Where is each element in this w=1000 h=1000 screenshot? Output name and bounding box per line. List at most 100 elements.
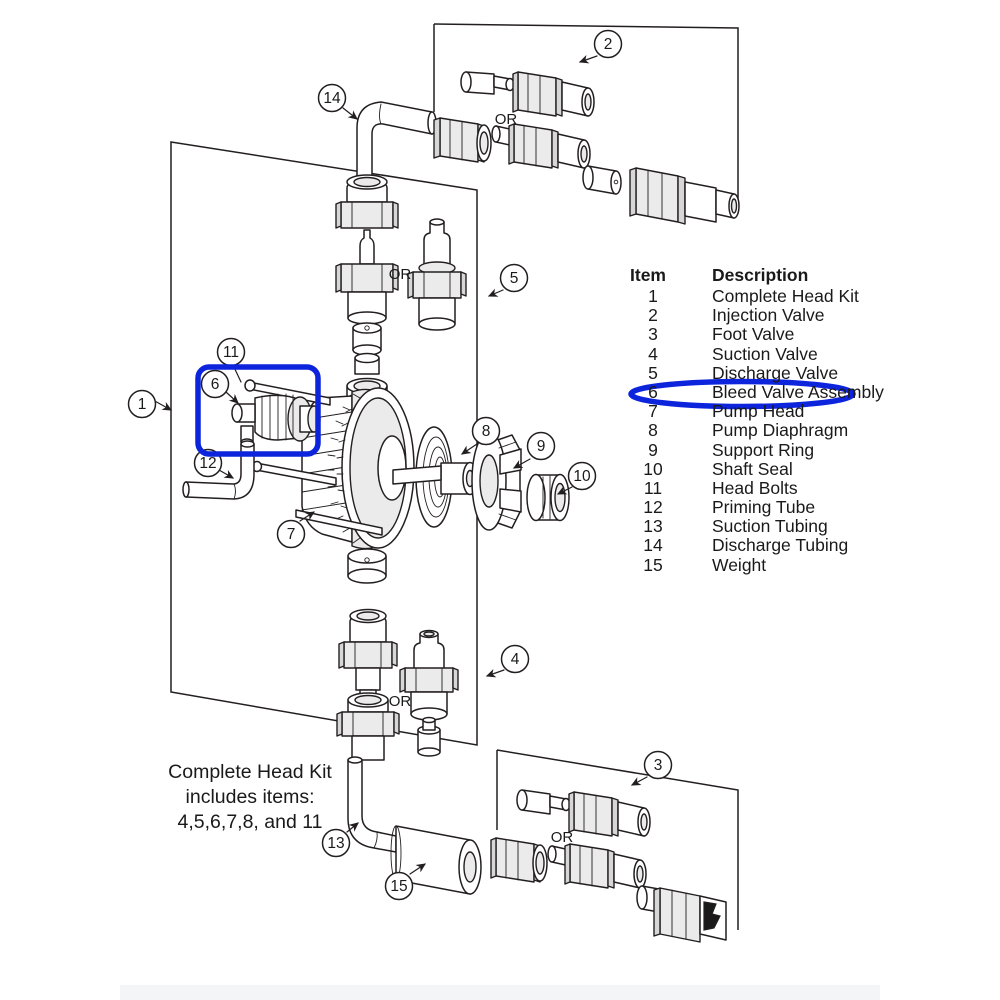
or-label-foot: OR <box>551 829 574 846</box>
callout-5[interactable]: 5 <box>487 263 529 297</box>
part-suction-valve: OR <box>336 608 459 761</box>
row-description: Complete Head Kit <box>712 286 859 306</box>
part-injection-valve: OR <box>433 71 740 225</box>
table-row[interactable]: 3 Foot Valve <box>630 325 884 344</box>
head-kit-caption: Complete Head Kit includes items: 4,5,6,… <box>130 760 370 835</box>
row-description: Suction Tubing <box>712 516 828 537</box>
table-row-highlighted[interactable]: 6 Bleed Valve Assembly <box>630 381 884 402</box>
row-description: Head Bolts <box>712 477 798 498</box>
row-item-number: 15 <box>643 554 663 575</box>
table-row[interactable]: 4 Suction Valve <box>630 343 884 364</box>
part-weight <box>390 825 482 895</box>
row-description: Bleed Valve Assembly <box>712 381 884 402</box>
callout-11-label: 11 <box>223 344 239 361</box>
highlight-ellipse-table-row <box>628 378 856 410</box>
callout-13-label: 13 <box>327 835 344 852</box>
table-row[interactable]: 7 Pump Head <box>630 401 884 422</box>
callout-4-label: 4 <box>511 651 520 668</box>
caption-line-1: Complete Head Kit <box>168 761 332 783</box>
or-label-discharge: OR <box>389 266 412 283</box>
table-row[interactable]: 11 Head Bolts <box>630 477 884 498</box>
row-description: Discharge Valve <box>712 362 839 383</box>
callout-9-label: 9 <box>537 438 546 455</box>
part-pump-diaphragm <box>392 426 478 528</box>
callout-8[interactable]: 8 <box>461 416 501 455</box>
callout-2-label: 2 <box>604 36 613 53</box>
part-discharge-tubing <box>356 101 437 191</box>
row-description: Pump Diaphragm <box>712 420 849 441</box>
caption-line-3: 4,5,6,7,8, and 11 <box>177 811 323 833</box>
row-description: Injection Valve <box>712 305 825 326</box>
callout-8-label: 8 <box>482 423 491 440</box>
row-item-number: 10 <box>643 458 663 479</box>
part-discharge-valve-upper: OR <box>335 174 467 375</box>
callout-4[interactable]: 4 <box>485 644 530 678</box>
column-header-item: Item <box>630 265 666 285</box>
callout-3[interactable]: 3 <box>630 750 673 786</box>
callout-6[interactable]: 6 <box>200 369 239 404</box>
callout-15-label: 15 <box>390 878 407 895</box>
callout-6-label: 6 <box>211 376 220 393</box>
callout-5-label: 5 <box>510 270 519 287</box>
panel-foot-valve <box>496 749 739 930</box>
row-item-number: 12 <box>643 497 663 518</box>
or-label-injection: OR <box>495 111 518 128</box>
or-label-suction: OR <box>389 693 412 710</box>
row-description: Discharge Tubing <box>712 535 849 556</box>
row-item-number: 4 <box>648 343 658 364</box>
row-description: Priming Tube <box>712 497 816 518</box>
row-item-number: 5 <box>648 362 658 383</box>
footer-strip <box>120 985 880 1000</box>
part-support-ring <box>471 431 522 531</box>
part-priming-tube <box>182 440 255 500</box>
callout-7-label: 7 <box>287 526 296 543</box>
row-item-number: 9 <box>648 439 658 460</box>
parts-table: Item Description 1 Complete Head Kit 2 I… <box>630 265 884 575</box>
table-row[interactable]: 5 Discharge Valve <box>630 362 884 383</box>
highlight-rect-bleed-valve <box>195 364 321 457</box>
table-row[interactable]: 15 Weight <box>630 554 884 575</box>
row-description: Weight <box>712 554 767 575</box>
row-item-number: 13 <box>643 516 663 537</box>
part-foot-valve: OR <box>490 789 727 943</box>
row-item-number: 3 <box>648 324 658 345</box>
callout-3-label: 3 <box>654 757 663 774</box>
table-row[interactable]: 1 Complete Head Kit <box>630 286 884 306</box>
callout-1-label: 1 <box>138 396 147 413</box>
row-item-number: 14 <box>643 535 663 556</box>
callout-14-label: 14 <box>323 90 341 107</box>
row-item-number: 7 <box>648 401 658 422</box>
table-row[interactable]: 13 Suction Tubing <box>630 517 884 536</box>
callout-12-label: 12 <box>199 455 216 472</box>
row-item-number: 1 <box>648 286 658 306</box>
column-header-description: Description <box>712 265 809 285</box>
row-description: Pump Head <box>712 401 805 422</box>
table-row[interactable]: 9 Support Ring <box>630 439 884 460</box>
table-row[interactable]: 10 Shaft Seal <box>630 458 884 479</box>
panel-injection-valve <box>433 23 739 205</box>
callout-14[interactable]: 14 <box>317 83 358 120</box>
table-row[interactable]: 14 Discharge Tubing <box>630 536 884 555</box>
table-row[interactable]: 2 Injection Valve <box>630 305 884 326</box>
row-item-number: 6 <box>648 381 658 402</box>
row-item-number: 2 <box>648 305 658 326</box>
callout-1[interactable]: 1 <box>127 389 173 419</box>
row-description: Foot Valve <box>712 324 795 345</box>
table-row[interactable]: 8 Pump Diaphragm <box>630 421 884 440</box>
callout-15[interactable]: 15 <box>384 863 426 901</box>
callout-9[interactable]: 9 <box>512 431 556 469</box>
callout-13[interactable]: 13 <box>321 822 359 858</box>
part-pump-head <box>244 377 415 584</box>
callout-2[interactable]: 2 <box>578 29 623 64</box>
row-item-number: 8 <box>648 420 658 441</box>
part-bleed-valve-assembly <box>231 393 321 446</box>
row-item-number: 11 <box>643 477 663 498</box>
part-shaft-seal <box>526 473 570 522</box>
callout-10[interactable]: 10 <box>556 461 597 495</box>
callout-7[interactable]: 7 <box>276 511 316 549</box>
row-description: Suction Valve <box>712 343 818 364</box>
table-row[interactable]: 12 Priming Tube <box>630 497 884 518</box>
row-description: Support Ring <box>712 439 815 460</box>
